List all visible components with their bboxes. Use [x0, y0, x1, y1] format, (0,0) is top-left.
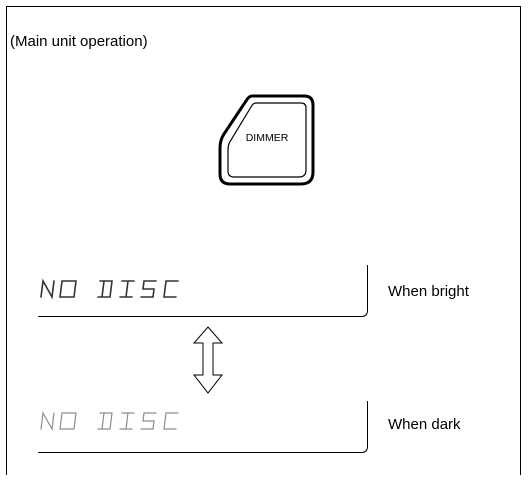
display-text-dark: NO DISC [40, 411, 179, 431]
double-arrow-icon [192, 326, 224, 394]
label-when-bright: When bright [388, 283, 469, 300]
display-panel-bright: NO DISC [38, 265, 368, 317]
display-text-bright: NO DISC [40, 278, 179, 300]
caption-main-unit-operation: (Main unit operation) [10, 33, 148, 50]
dimmer-button-label: DIMMER [246, 132, 289, 144]
dimmer-button: DIMMER [218, 94, 315, 186]
label-when-dark: When dark [388, 416, 461, 433]
display-panel-dark: NO DISC [38, 401, 368, 453]
diagram-frame [6, 6, 521, 475]
